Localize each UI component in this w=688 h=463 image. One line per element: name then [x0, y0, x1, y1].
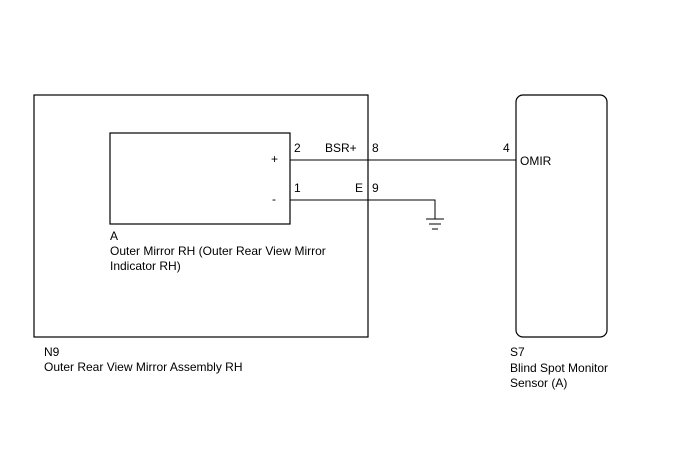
assembly-code: N9	[44, 345, 60, 359]
ground-connector-pin: 9	[372, 181, 379, 195]
sensor-name-line1: Blind Spot Monitor	[510, 361, 608, 375]
terminal-plus-label: +	[271, 152, 278, 166]
assembly-n9-box	[33, 94, 369, 338]
assembly-name: Outer Rear View Mirror Assembly RH	[44, 360, 243, 374]
ground-wire-name: E	[355, 181, 363, 195]
signal-sensor-pin: 4	[503, 141, 510, 155]
signal-wire-name: BSR+	[325, 141, 357, 155]
sensor-name-line2: Sensor (A)	[510, 376, 567, 390]
component-code: A	[110, 229, 118, 243]
terminal-minus-label: -	[272, 192, 276, 206]
sensor-code: S7	[510, 345, 525, 359]
ground-component-pin: 1	[294, 181, 301, 195]
component-name-line2: Indicator RH)	[110, 259, 181, 273]
signal-component-pin: 2	[294, 141, 301, 155]
signal-connector-pin: 8	[372, 141, 379, 155]
sensor-pin-label: OMIR	[520, 154, 552, 168]
sensor-s7-box	[515, 94, 608, 338]
component-a-box	[109, 132, 291, 225]
ground-wire	[290, 199, 436, 219]
ground-symbol-icon	[426, 218, 444, 230]
component-name-line1: Outer Mirror RH (Outer Rear View Mirror	[110, 244, 326, 258]
